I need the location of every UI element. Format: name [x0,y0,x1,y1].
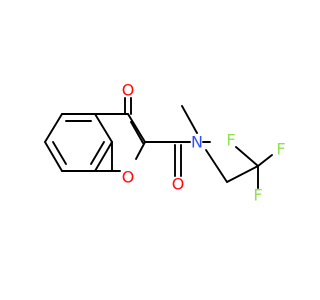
atom-f-top: F [226,131,235,150]
double-bond-inner [90,141,105,165]
bond [94,141,113,172]
bond [226,165,259,183]
atom-o-ring: O [122,168,135,187]
bond [205,149,228,183]
atom-f-right: F [276,140,285,159]
atom-o-amide: O [172,175,185,194]
cf-bond [257,154,273,167]
atom-o-ketone: O [122,81,135,100]
double-bond-inner [130,121,144,144]
atom-f-bottom: F [253,186,262,205]
pyranone-ring [94,97,146,172]
atom-labels: O O O N F F F [122,81,286,205]
bond [94,113,113,143]
amide-chain [144,105,273,189]
molecule-structure: O O O N F F F [44,81,286,205]
benzene-ring [44,113,113,172]
n-methyl-bond [181,105,198,134]
bond [127,113,146,143]
atom-n-amide: N [191,133,203,152]
bond [44,113,63,143]
bond [135,141,146,160]
double-bond-inner [52,141,67,165]
cf-bond [235,146,259,167]
bond [44,141,63,172]
